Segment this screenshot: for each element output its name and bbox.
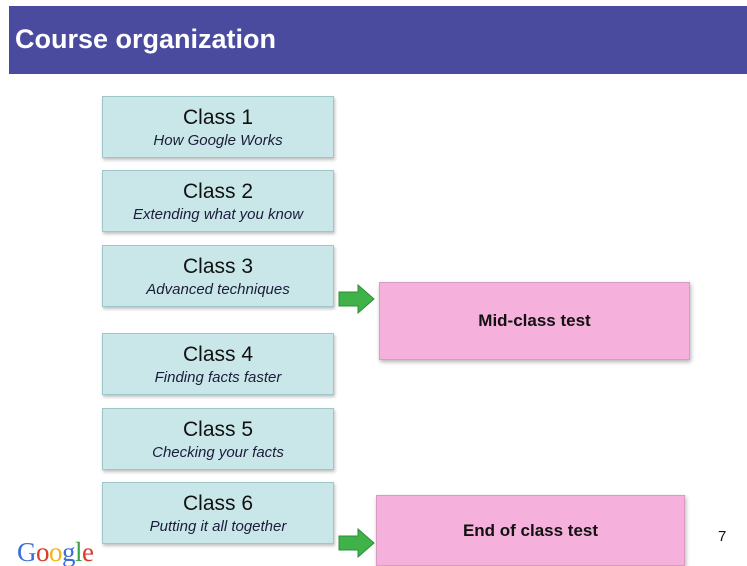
class-title: Class 2: [182, 180, 254, 203]
class-title: Class 4: [182, 343, 254, 366]
class-title: Class 6: [182, 492, 254, 515]
arrow-right-icon: [338, 284, 375, 314]
end-class-test-box: End of class test: [376, 495, 685, 566]
class-subtitle: How Google Works: [153, 132, 283, 149]
class-3-box: Class 3 Advanced techniques: [102, 245, 334, 307]
class-subtitle: Extending what you know: [132, 206, 304, 223]
mid-class-test-label: Mid-class test: [478, 311, 591, 330]
class-2-box: Class 2 Extending what you know: [102, 170, 334, 232]
mid-class-test-box: Mid-class test: [379, 282, 690, 360]
class-subtitle: Putting it all together: [149, 518, 287, 535]
class-title: Class 1: [182, 106, 254, 129]
class-subtitle: Finding facts faster: [154, 369, 282, 386]
class-5-box: Class 5 Checking your facts: [102, 408, 334, 470]
class-1-box: Class 1 How Google Works: [102, 96, 334, 158]
class-title: Class 5: [182, 418, 254, 441]
header-bar: Course organization: [9, 6, 747, 74]
page-title: Course organization: [15, 24, 277, 54]
class-subtitle: Advanced techniques: [146, 281, 290, 298]
class-4-box: Class 4 Finding facts faster: [102, 333, 334, 395]
google-logo: Google: [17, 537, 95, 566]
class-subtitle: Checking your facts: [152, 444, 284, 461]
class-6-box: Class 6 Putting it all together: [102, 482, 334, 544]
end-class-test-label: End of class test: [462, 520, 599, 540]
svg-text:Google: Google: [17, 537, 94, 566]
page-number: 7: [718, 528, 727, 545]
class-title: Class 3: [182, 255, 254, 278]
arrow-right-icon: [338, 528, 375, 558]
